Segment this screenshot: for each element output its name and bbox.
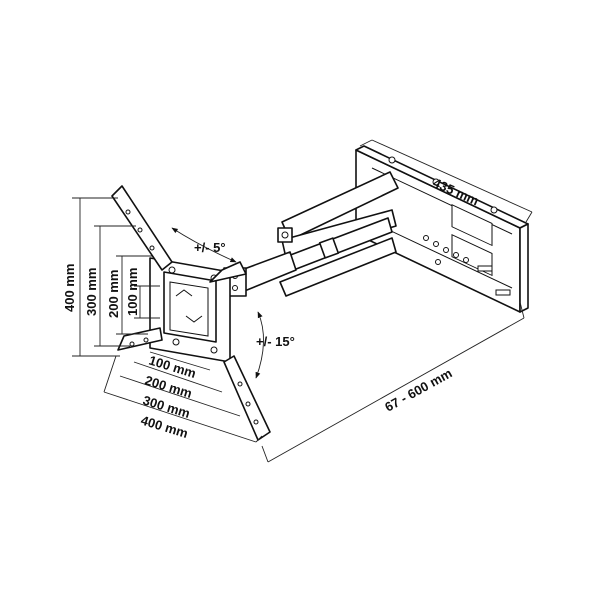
plate-hole bbox=[490, 206, 498, 214]
swivel-label: +/- 5° bbox=[194, 240, 226, 255]
articulating-arm bbox=[223, 171, 399, 297]
plate-hole bbox=[463, 257, 469, 263]
v300-label: 300 mm bbox=[84, 268, 99, 316]
plate-hole bbox=[443, 247, 449, 253]
plate-slot-small bbox=[477, 265, 493, 272]
plate-slot-upper bbox=[451, 204, 493, 247]
plate-hole bbox=[388, 156, 396, 164]
plate-hole bbox=[435, 259, 441, 265]
tilt-arrow bbox=[255, 311, 264, 379]
dimension-lines bbox=[72, 139, 533, 463]
tilt-bolt bbox=[232, 285, 238, 291]
bracket-arm-lower-right bbox=[223, 355, 271, 441]
arm-joint bbox=[318, 237, 340, 259]
wall-plate bbox=[355, 145, 529, 313]
bracket-arm-upper-right bbox=[209, 261, 247, 283]
bracket-arm-upper-left bbox=[111, 185, 173, 271]
v400-label: 400 mm bbox=[62, 264, 77, 312]
plate-hole bbox=[453, 252, 459, 258]
swivel-arrow bbox=[171, 227, 237, 263]
plate-hole bbox=[432, 178, 440, 186]
plate-hole bbox=[433, 241, 439, 247]
plate-slot-lower bbox=[451, 234, 493, 277]
tilt-label: +/- 15° bbox=[256, 334, 295, 349]
v200-label: 200 mm bbox=[106, 270, 121, 318]
plate-slot-small bbox=[495, 289, 511, 296]
pivot-bolt bbox=[281, 231, 289, 239]
reach-label: 67 - 600 mm bbox=[382, 365, 454, 414]
plate-hole bbox=[423, 235, 429, 241]
v100-label: 100 mm bbox=[125, 268, 140, 316]
bracket-arm-lower-left bbox=[117, 327, 163, 351]
